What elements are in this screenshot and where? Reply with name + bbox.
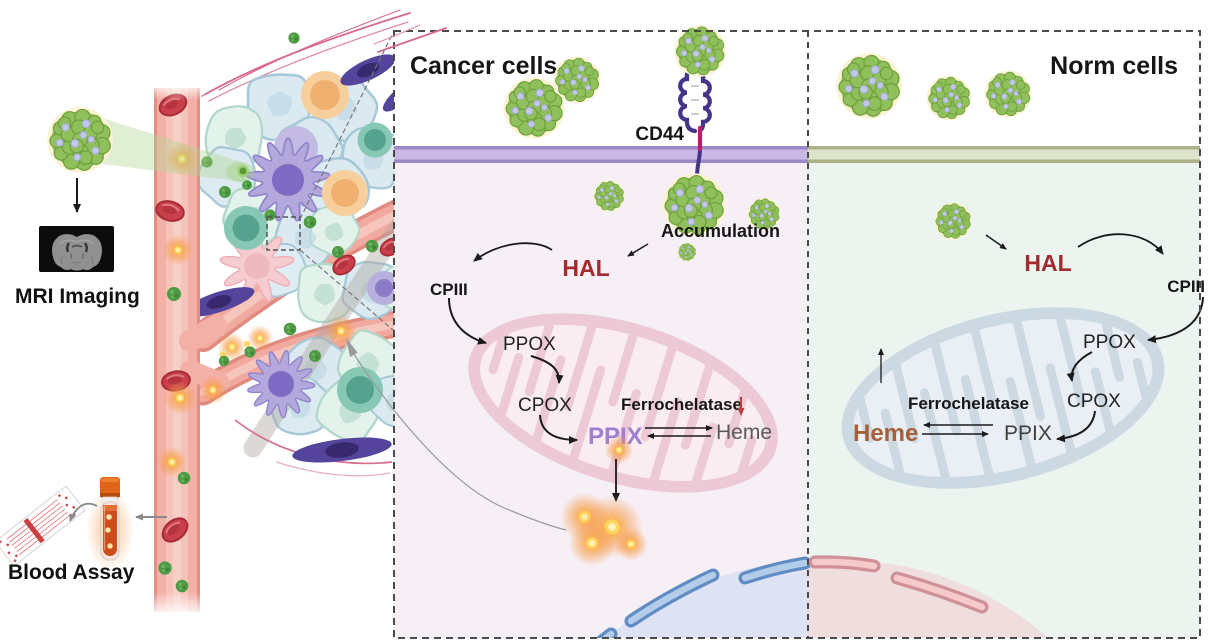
svg-text:Ferrochelatase: Ferrochelatase	[621, 395, 742, 414]
svg-text:CPIII: CPIII	[1167, 277, 1205, 296]
svg-text:Cancer cells: Cancer cells	[410, 52, 557, 80]
svg-text:Accumulation: Accumulation	[661, 221, 780, 241]
svg-text:CPIII: CPIII	[430, 280, 468, 299]
svg-text:HAL: HAL	[1024, 250, 1071, 276]
svg-text:Ferrochelatase: Ferrochelatase	[908, 394, 1029, 413]
svg-text:PPOX: PPOX	[1083, 332, 1136, 353]
svg-text:HAL: HAL	[562, 255, 609, 281]
svg-text:Heme: Heme	[853, 420, 918, 447]
svg-text:CD44: CD44	[635, 124, 684, 145]
svg-text:Heme: Heme	[716, 421, 772, 444]
svg-text:PPIX: PPIX	[1004, 422, 1052, 445]
svg-text:Norm cells: Norm cells	[1050, 52, 1178, 80]
svg-text:Blood Assay: Blood Assay	[8, 561, 135, 584]
svg-text:CPOX: CPOX	[518, 395, 572, 416]
svg-text:MRI Imaging: MRI Imaging	[15, 285, 140, 308]
svg-text:PPOX: PPOX	[503, 334, 556, 355]
svg-text:CPOX: CPOX	[1067, 391, 1121, 412]
